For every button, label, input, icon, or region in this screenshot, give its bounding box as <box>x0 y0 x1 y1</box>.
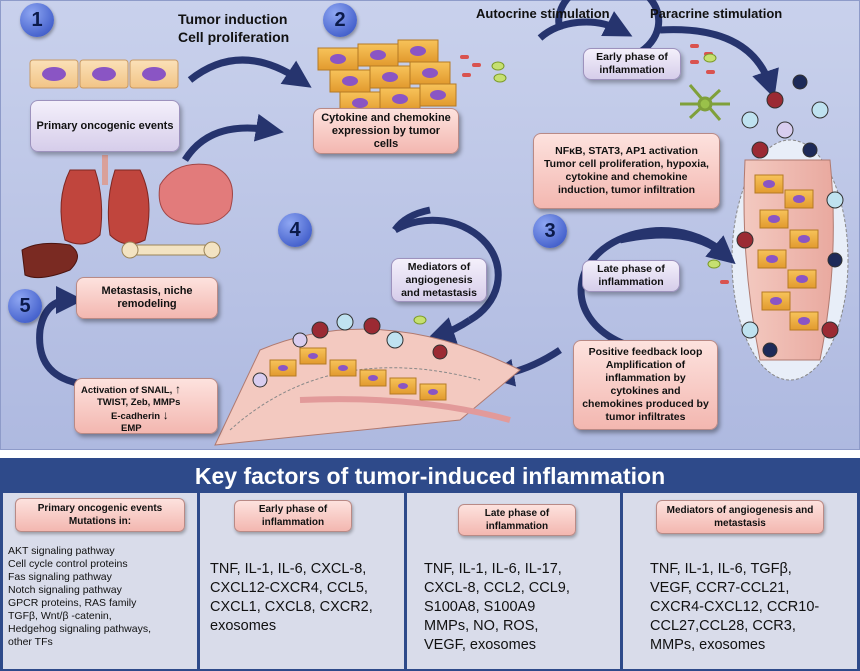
factor-line: TNF, IL-1, IL-6, TGFβ, <box>650 561 792 577</box>
mediators-loop-arrow <box>393 216 502 324</box>
metastasis-box: Metastasis, niche remodeling <box>76 277 218 319</box>
tumor-cell-cluster <box>317 39 457 115</box>
step-3-badge: 3 <box>533 214 567 248</box>
list-item: Cell cycle control proteins <box>8 558 128 570</box>
step-5-badge: 5 <box>8 289 42 323</box>
label-paracrine-stimulation: Paracrine stimulation <box>650 6 783 21</box>
early-phase-box: Early phase of inflammation <box>583 48 681 80</box>
diagram-illustrations <box>21 0 849 446</box>
mediators-factors: TNF, IL-1, IL-6, TGFβ, VEGF, CCR7-CCL21,… <box>650 560 819 655</box>
emt-line-4: EMP <box>121 423 142 434</box>
late-phase-loop-head <box>619 231 736 265</box>
factor-line: TNF, IL-1, IL-6, CXCL-8, <box>210 561 367 577</box>
factor-line: CXCL1, CXCL8, CXCR2, <box>210 599 373 615</box>
list-item: Fas signaling pathway <box>8 571 112 583</box>
column-header-early: Early phase of inflammation <box>234 500 352 532</box>
step-2-badge: 2 <box>323 3 357 37</box>
normal-epithelial-cells <box>29 59 179 89</box>
primary-oncogenic-events-box: Primary oncogenic events <box>30 100 180 152</box>
label-autocrine-stimulation: Autocrine stimulation <box>476 6 610 21</box>
list-item: AKT signaling pathway <box>8 545 115 557</box>
emt-line-1: Activation of SNAIL, ↑ <box>81 383 211 397</box>
factor-line: S100A8, S100A9 <box>424 599 536 615</box>
early-phase-factors: TNF, IL-1, IL-6, CXCL-8, CXCL12-CXCR4, C… <box>210 560 373 636</box>
factor-line: TNF, IL-1, IL-6, IL-17, <box>424 561 562 577</box>
primary-events-list: AKT signaling pathway Cell cycle control… <box>8 545 151 649</box>
arrow-metastasis-to-cytokines <box>182 113 284 162</box>
column-header-mediators: Mediators of angiogenesis and metastasis <box>656 500 824 534</box>
tumor-mass-infiltrated <box>731 139 849 381</box>
immune-cells <box>736 74 844 358</box>
key-factors-title: Key factors of tumor-induced inflammatio… <box>194 463 666 489</box>
emt-line-3: E-cadherin ↓ <box>81 409 211 423</box>
factor-line: VEGF, exosomes <box>424 637 537 653</box>
mediators-loop-tail <box>392 206 431 233</box>
arrow-tumor-induction <box>187 56 312 88</box>
factor-line: CCL27,CCL28, CCR3, <box>650 618 796 634</box>
fibroblast-cell <box>680 84 730 121</box>
emt-line-2: TWIST, Zeb, MMPs <box>97 397 181 408</box>
step-4-badge: 4 <box>278 213 312 247</box>
factor-line: CXCL12-CXCR4, CCL5, <box>210 580 368 596</box>
autocrine-loop-arrow <box>555 0 663 64</box>
list-item: other TFs <box>8 636 53 648</box>
list-item: GPCR proteins, RAS family <box>8 597 137 609</box>
factor-line: MMPs, NO, ROS, <box>424 618 539 634</box>
step-1-badge: 1 <box>20 3 54 37</box>
late-phase-box: Late phase of inflammation <box>582 260 680 292</box>
cytokine-expression-box: Cytokine and chemokine expression by tum… <box>313 108 459 154</box>
factor-line: VEGF, CCR7-CCL21, <box>650 580 790 596</box>
emt-activation-box: Activation of SNAIL, ↑ TWIST, Zeb, MMPs … <box>74 378 218 434</box>
ecadherin-text: E-cadherin <box>111 411 161 422</box>
column-header-primary: Primary oncogenic events Mutations in: <box>15 498 185 532</box>
emt-activation-text: Activation of SNAIL, <box>81 385 173 396</box>
list-item: Notch signaling pathway <box>8 584 122 596</box>
up-arrow-icon: ↑ <box>174 382 181 396</box>
mediators-loop-head <box>426 317 472 344</box>
paracrine-arrow <box>659 26 779 99</box>
arrow-to-metastasis <box>36 286 91 389</box>
column-header-late: Late phase of inflammation <box>458 504 576 536</box>
mediators-box: Mediators of angiogenesis and metastasis <box>391 258 487 302</box>
nfkb-activation-box: NFκB, STAT3, AP1 activation Tumor cell p… <box>533 133 720 209</box>
label-cell-proliferation: Cell proliferation <box>178 29 290 45</box>
list-item: Hedgehog signaling pathways, <box>8 623 152 635</box>
label-tumor-induction: Tumor induction <box>178 11 288 27</box>
metastatic-organs <box>21 155 233 279</box>
list-item: TGFβ, Wnt/β -catenin, <box>8 610 112 622</box>
factor-line: MMPs, exosomes <box>650 637 766 653</box>
positive-feedback-box: Positive feedback loop Amplification of … <box>573 340 718 430</box>
autocrine-loop-head <box>537 11 633 41</box>
factor-line: CXCL-8, CCL2, CCL9, <box>424 580 570 596</box>
late-phase-factors: TNF, IL-1, IL-6, IL-17, CXCL-8, CCL2, CC… <box>424 560 570 655</box>
factor-line: exosomes <box>210 618 277 634</box>
invading-tissue <box>214 313 521 446</box>
down-arrow-icon: ↓ <box>162 408 169 422</box>
factor-line: CXCR4-CXCL12, CCR10- <box>650 599 820 615</box>
